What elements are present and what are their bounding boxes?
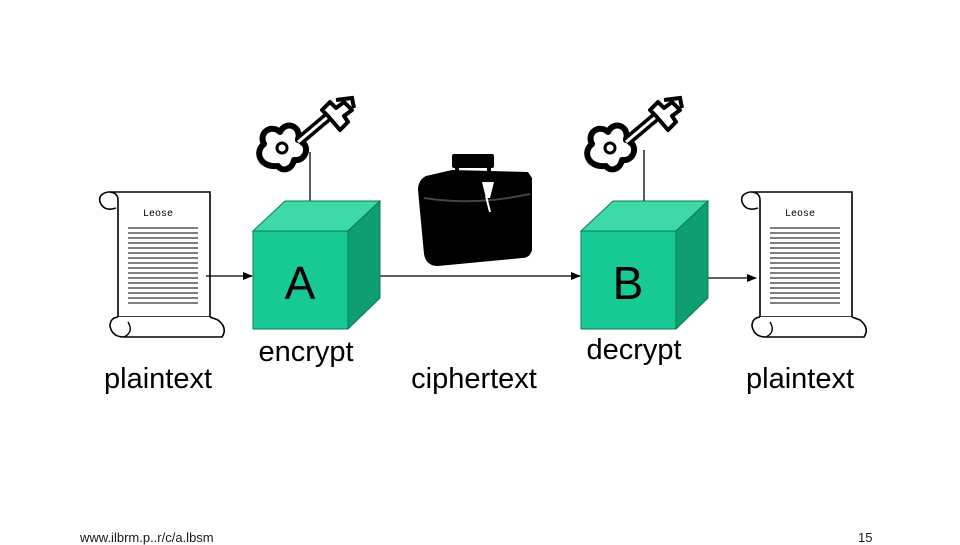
cube-letter: A <box>285 257 316 309</box>
decrypt-label: decrypt <box>586 334 682 366</box>
right-plaintext-label: plaintext <box>745 363 855 395</box>
doc-heading: Leose <box>785 209 815 220</box>
briefcase-icon <box>418 154 532 266</box>
decrypt-cube: B <box>579 199 710 331</box>
scroll-document-icon: Leose <box>740 191 868 338</box>
key-icon <box>587 98 682 169</box>
left-plaintext-label: plaintext <box>103 363 213 395</box>
cube-front <box>252 230 349 330</box>
doc-heading: Leose <box>143 209 173 220</box>
key-icon <box>259 98 354 169</box>
ciphertext-label: ciphertext <box>411 363 537 395</box>
cube-letter: B <box>613 257 644 309</box>
cube-front <box>580 230 677 330</box>
encrypt-label: encrypt <box>258 336 354 368</box>
footer-url: www.ilbrm.p..r/c/a.lbsm <box>80 530 214 545</box>
page-number: 15 <box>858 530 873 545</box>
scroll-document-icon: Leose <box>98 191 226 338</box>
encrypt-cube: A <box>251 199 382 331</box>
